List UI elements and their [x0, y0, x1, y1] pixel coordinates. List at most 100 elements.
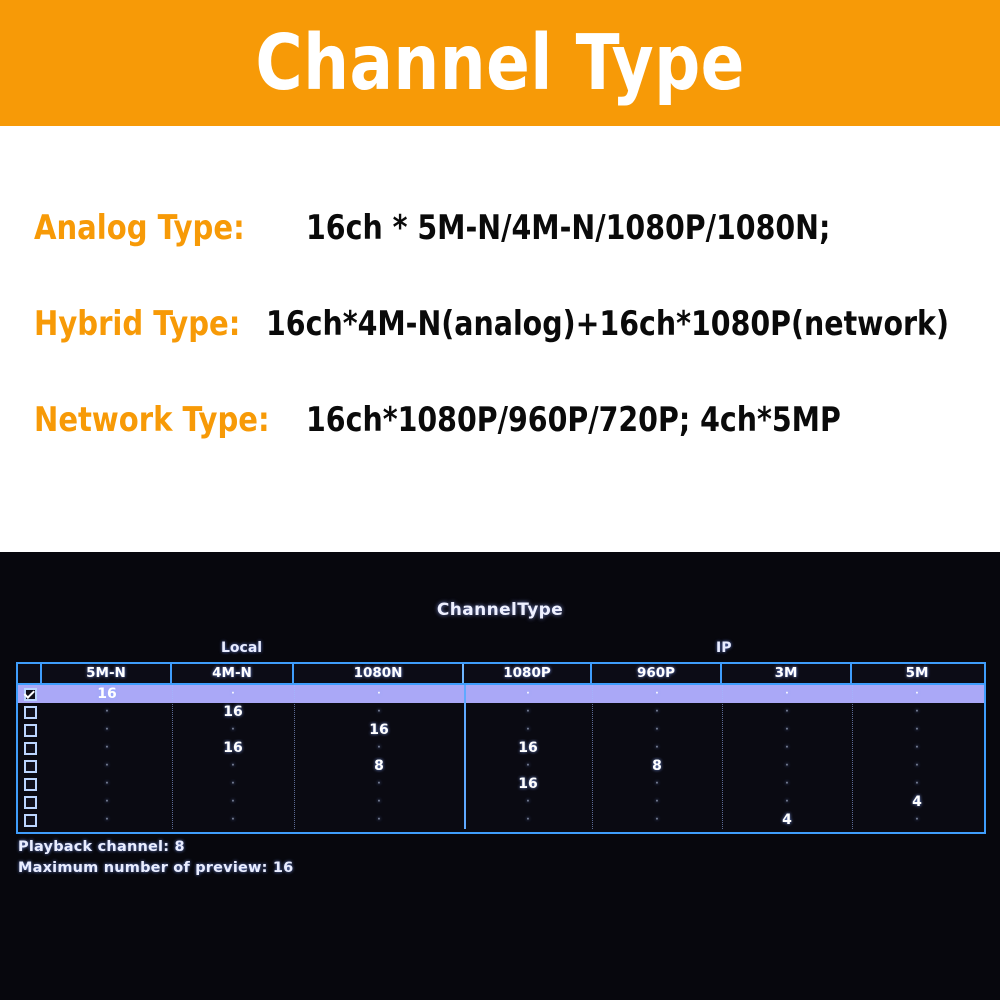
column-divider-4m-n [294, 685, 295, 829]
cell-960p[interactable]: 8 [652, 758, 662, 774]
cell-1080n[interactable]: · [377, 689, 381, 699]
table-row[interactable]: · · 16 · · · · [18, 721, 984, 739]
cell-5m[interactable]: · [915, 743, 919, 753]
cell-5m[interactable]: · [915, 761, 919, 771]
cell-1080p[interactable]: · [526, 707, 530, 717]
table-row[interactable]: 16 · · · · · · [18, 685, 984, 703]
cell-5m-n[interactable]: · [105, 743, 109, 753]
cell-1080n[interactable]: · [377, 779, 381, 789]
column-header-1080p[interactable]: 1080P [464, 664, 592, 683]
cell-960p[interactable]: · [655, 797, 659, 807]
cell-960p[interactable]: · [655, 779, 659, 789]
cell-1080p[interactable]: · [526, 761, 530, 771]
cell-1080n[interactable]: · [377, 797, 381, 807]
cell-1080n[interactable]: · [377, 743, 381, 753]
table-row[interactable]: · 16 · 16 · · · [18, 739, 984, 757]
table-row[interactable]: · · · · · · 4 [18, 793, 984, 811]
cell-4m-n[interactable]: 16 [223, 740, 243, 756]
column-divider-1080n [464, 685, 466, 829]
cell-5m-n[interactable]: · [105, 779, 109, 789]
table-body: 16·······16·······16·····16·16·····8·8··… [18, 685, 984, 829]
checkbox-unchecked-icon[interactable] [23, 705, 37, 719]
cell-5m[interactable]: · [915, 707, 919, 717]
cell-3m[interactable]: · [785, 707, 789, 717]
spec-list: Analog Type: 16ch * 5M-N/4M-N/1080P/1080… [0, 126, 1000, 552]
cell-1080n[interactable]: · [377, 707, 381, 717]
checkbox-unchecked-icon[interactable] [23, 759, 37, 773]
row-checkbox-cell[interactable] [18, 777, 42, 791]
column-divider-5m-n [172, 685, 173, 829]
column-header-4m-n[interactable]: 4M-N [172, 664, 294, 683]
cell-1080p[interactable]: 16 [518, 776, 538, 792]
cell-5m[interactable]: 4 [912, 794, 922, 810]
row-checkbox-cell[interactable] [18, 813, 42, 827]
cell-4m-n[interactable]: · [231, 779, 235, 789]
cell-1080n[interactable]: 16 [369, 722, 389, 738]
page-title: Channel Type [255, 18, 745, 108]
cell-1080p[interactable]: · [526, 815, 530, 825]
cell-3m[interactable]: · [785, 725, 789, 735]
cell-3m[interactable]: · [785, 797, 789, 807]
cell-960p[interactable]: · [655, 707, 659, 717]
table-row[interactable]: · · 8 · 8 · · [18, 757, 984, 775]
cell-1080p[interactable]: · [526, 797, 530, 807]
table-row[interactable]: · 16 · · · · · [18, 703, 984, 721]
row-checkbox-cell[interactable] [18, 705, 42, 719]
cell-4m-n[interactable]: · [231, 725, 235, 735]
cell-5m[interactable]: · [915, 725, 919, 735]
table-row[interactable]: · · · 16 · · · [18, 775, 984, 793]
row-checkbox-cell[interactable] [18, 795, 42, 809]
checkbox-unchecked-icon[interactable] [23, 795, 37, 809]
cell-1080p[interactable]: · [526, 689, 530, 699]
spec-value-network: 16ch*1080P/960P/720P; 4ch*5MP [306, 400, 841, 440]
checkbox-unchecked-icon[interactable] [23, 777, 37, 791]
cell-4m-n[interactable]: 16 [223, 704, 243, 720]
cell-3m[interactable]: 4 [782, 812, 792, 828]
cell-4m-n[interactable]: · [231, 797, 235, 807]
column-divider-3m [852, 685, 853, 829]
table-row[interactable]: · · · · · 4 · [18, 811, 984, 829]
row-checkbox-cell[interactable] [18, 759, 42, 773]
cell-4m-n[interactable]: · [231, 815, 235, 825]
checkbox-unchecked-icon[interactable] [23, 741, 37, 755]
checkbox-unchecked-icon[interactable] [23, 723, 37, 737]
cell-960p[interactable]: · [655, 815, 659, 825]
cell-1080p[interactable]: · [526, 725, 530, 735]
cell-3m[interactable]: · [785, 689, 789, 699]
cell-5m-n[interactable]: · [105, 797, 109, 807]
cell-960p[interactable]: · [655, 743, 659, 753]
cell-3m[interactable]: · [785, 779, 789, 789]
cell-3m[interactable]: · [785, 743, 789, 753]
cell-5m[interactable]: · [915, 689, 919, 699]
table-header-checkbox-spacer [18, 664, 42, 683]
column-header-5m-n[interactable]: 5M-N [42, 664, 172, 683]
cell-960p[interactable]: · [655, 725, 659, 735]
cell-4m-n[interactable]: · [231, 689, 235, 699]
cell-5m-n[interactable]: · [105, 761, 109, 771]
cell-5m[interactable]: · [915, 815, 919, 825]
cell-4m-n[interactable]: · [231, 761, 235, 771]
column-header-1080n[interactable]: 1080N [294, 664, 464, 683]
cell-3m[interactable]: · [785, 761, 789, 771]
cell-5m[interactable]: · [915, 779, 919, 789]
cell-1080n[interactable]: 8 [374, 758, 384, 774]
cell-1080p[interactable]: 16 [518, 740, 538, 756]
spec-value-analog: 16ch * 5M-N/4M-N/1080P/1080N; [306, 208, 831, 248]
checkbox-checked-icon[interactable] [23, 687, 37, 701]
spec-row-analog: Analog Type: 16ch * 5M-N/4M-N/1080P/1080… [34, 208, 1000, 304]
cell-5m-n[interactable]: · [105, 707, 109, 717]
column-header-3m[interactable]: 3M [722, 664, 852, 683]
cell-5m-n[interactable]: · [105, 815, 109, 825]
column-header-960p[interactable]: 960P [592, 664, 722, 683]
column-header-5m[interactable]: 5M [905, 665, 929, 681]
cell-5m-n[interactable]: 16 [97, 686, 117, 702]
row-checkbox-cell[interactable] [18, 687, 42, 701]
cell-5m-n[interactable]: · [105, 725, 109, 735]
cell-1080n[interactable]: · [377, 815, 381, 825]
checkbox-unchecked-icon[interactable] [23, 813, 37, 827]
row-checkbox-cell[interactable] [18, 723, 42, 737]
cell-960p[interactable]: · [655, 689, 659, 699]
spec-label-analog: Analog Type: [34, 208, 245, 248]
row-checkbox-cell[interactable] [18, 741, 42, 755]
